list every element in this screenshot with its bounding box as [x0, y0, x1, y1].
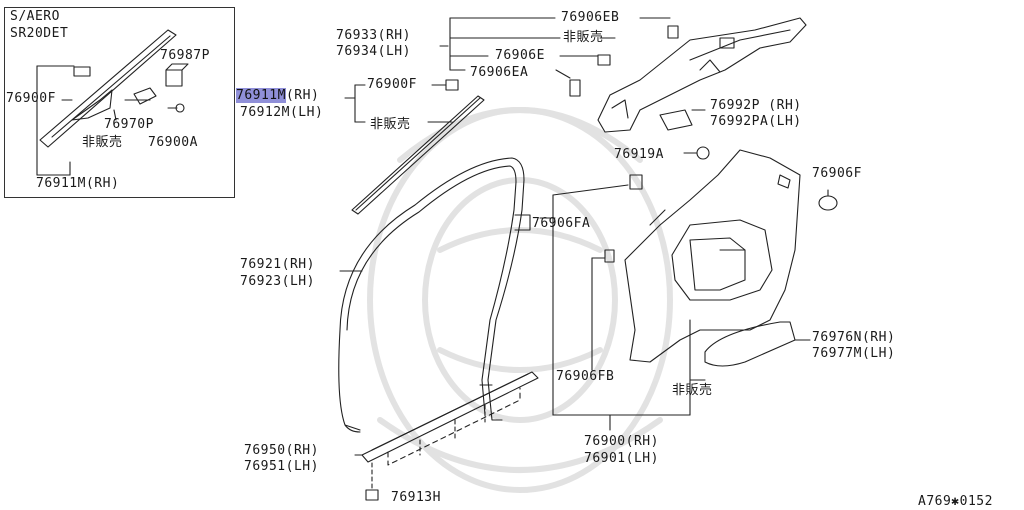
- label-76906ea: 76906EA: [470, 65, 529, 80]
- inset-label-76911m-rh: 76911M(RH): [36, 176, 120, 191]
- inset-label-76970p: 76970P: [104, 117, 154, 132]
- watermark-emblem: [367, 107, 673, 493]
- label-76906fb: 76906FB: [556, 369, 615, 384]
- diagram-code: A769✱0152: [918, 494, 993, 509]
- label-76992pa: 76992PA(LH): [710, 114, 802, 129]
- label-76900f: 76900F: [367, 77, 417, 92]
- bolt-76919a: [683, 146, 710, 160]
- label-76933: 76933(RH): [336, 28, 411, 43]
- inset-label-not-for-sale: 非販売: [82, 135, 123, 150]
- label-76977m: 76977M(LH): [812, 346, 896, 361]
- inset-box: [4, 7, 235, 198]
- leaders-76900: [539, 184, 706, 431]
- inset-drawing: [36, 29, 189, 176]
- clip-76906fa: [629, 174, 643, 190]
- kicking-plate: [354, 371, 539, 501]
- label-76906fa: 76906FA: [532, 216, 591, 231]
- clip-76906fb: [604, 249, 615, 263]
- label-not-for-sale-a: 非販売: [370, 117, 411, 132]
- label-76906e: 76906E: [495, 48, 545, 63]
- clip-76906eb: [667, 25, 679, 39]
- inset-label-76900a: 76900A: [148, 135, 198, 150]
- label-76912m: 76912M(LH): [240, 105, 324, 120]
- label-76950: 76950(RH): [244, 443, 319, 458]
- label-76921: 76921(RH): [240, 257, 315, 272]
- clip-76992p: [659, 109, 706, 131]
- inset-title-line1: S/AERO: [10, 9, 60, 24]
- label-not-for-sale-b: 非販売: [563, 30, 604, 45]
- label-76906f: 76906F: [812, 166, 862, 181]
- label-not-for-sale-c: 非販売: [672, 383, 713, 398]
- clip-76900f: [445, 79, 459, 91]
- inset-label-76900f: 76900F: [6, 91, 56, 106]
- clip-76906e: [597, 54, 611, 66]
- label-76901-lh: 76901(LH): [584, 451, 659, 466]
- label-76934: 76934(LH): [336, 44, 411, 59]
- clip-76913h: [365, 489, 379, 501]
- clip-76906f: [818, 189, 838, 211]
- rear-finisher: [704, 321, 811, 367]
- label-76911m-row: 76911M(RH): [236, 88, 320, 103]
- weatherstrip: [338, 157, 531, 433]
- rear-pillar-upper: [597, 17, 807, 133]
- label-76913h: 76913H: [391, 490, 441, 505]
- label-76900-rh: 76900(RH): [584, 434, 659, 449]
- rear-side-trim: [624, 149, 801, 363]
- label-76923: 76923(LH): [240, 274, 315, 289]
- label-76992p: 76992P (RH): [710, 98, 802, 113]
- leaders-76933: [439, 17, 671, 79]
- highlighted-part-76911m[interactable]: 76911M: [236, 88, 286, 103]
- upper-garnish-strip: [351, 95, 485, 215]
- inset-label-76987p: 76987P: [160, 48, 210, 63]
- label-76976n: 76976N(RH): [812, 330, 896, 345]
- inset-title-line2: SR20DET: [10, 26, 69, 41]
- leaders-upper-left: [344, 84, 453, 123]
- label-76906eb: 76906EB: [561, 10, 620, 25]
- label-76919a: 76919A: [614, 147, 664, 162]
- label-76911m-side: (RH): [285, 88, 320, 103]
- clip-76906ea: [569, 79, 581, 97]
- label-76951: 76951(LH): [244, 459, 319, 474]
